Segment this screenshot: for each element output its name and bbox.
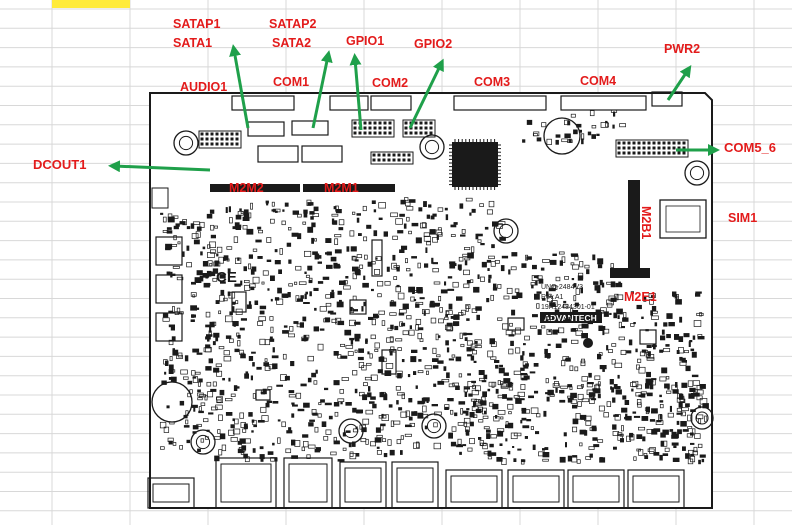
label-satap2: SATAP2 — [269, 17, 317, 31]
sim1-socket — [659, 199, 707, 239]
ic-chip — [371, 239, 383, 277]
top-connector — [453, 95, 547, 111]
mounting-hole — [493, 218, 519, 244]
ic-chip — [507, 317, 525, 331]
fiducial — [583, 338, 593, 348]
mounting-hole — [684, 160, 710, 186]
satap2-socket — [301, 145, 343, 163]
label-sata2: SATA2 — [272, 36, 312, 50]
buzzer — [543, 117, 581, 155]
serial-port — [567, 469, 625, 509]
gpio2-header — [402, 119, 436, 138]
mounting-hole — [690, 406, 714, 430]
brand-text: ADVANTECH — [544, 313, 597, 323]
label-gpio2: GPIO2 — [414, 37, 453, 51]
top-connector — [651, 91, 683, 107]
sata2-socket — [291, 120, 329, 136]
top-connector — [370, 95, 412, 111]
m2b1-slot — [628, 180, 640, 270]
arrow-sata2 — [311, 50, 333, 129]
label-com2: COM2 — [372, 76, 409, 90]
side-header — [151, 187, 169, 209]
label-m2b1: M2B1 — [639, 206, 653, 240]
label-com1: COM1 — [273, 75, 310, 89]
board-outline — [149, 92, 713, 509]
vga-port — [283, 457, 333, 509]
audio1-header — [198, 130, 242, 149]
mounting-hole — [173, 130, 199, 156]
m2e1-slot — [610, 268, 650, 278]
label-satap1: SATAP1 — [173, 17, 221, 31]
label-gpio1: GPIO1 — [346, 34, 385, 48]
serial-port — [627, 469, 685, 509]
gpio-header — [370, 151, 414, 165]
serial-port — [507, 469, 565, 509]
com5-6-header — [615, 139, 689, 158]
label-pwr2: PWR2 — [664, 42, 701, 56]
top-connector — [560, 95, 647, 111]
ic-chip — [639, 329, 657, 345]
sata1-socket — [247, 121, 285, 137]
m2-slot — [303, 184, 395, 192]
label-sata1: SATA1 — [173, 36, 213, 50]
label-com3: COM3 — [474, 75, 511, 89]
m2-slot — [210, 184, 300, 192]
arrow-dcout1 — [108, 160, 211, 173]
label-m2e1: M2E1 — [624, 290, 657, 304]
cpu-chip — [452, 142, 498, 187]
ce-mark: CE — [216, 269, 237, 286]
side-connector — [155, 236, 183, 266]
ic-chip — [231, 291, 247, 313]
label-m2m2: M2M2 — [229, 181, 264, 195]
label-m2m1: M2M1 — [324, 181, 359, 195]
ic-chip — [349, 299, 367, 315]
side-connector — [155, 274, 183, 304]
ic-chip — [255, 389, 271, 401]
arrow-gpio1 — [349, 53, 363, 131]
lan-port — [391, 461, 439, 509]
serial-port — [445, 469, 503, 509]
mounting-hole — [421, 413, 447, 439]
dc-jack — [147, 477, 195, 509]
arrow-sata1 — [229, 44, 250, 129]
ic-chip — [381, 349, 397, 375]
label-audio1: AUDIO1 — [180, 80, 228, 94]
label-com5-6: COM5_6 — [724, 140, 777, 155]
arrow-gpio2 — [408, 58, 444, 129]
top-connector — [231, 95, 295, 111]
model-text: UNO-2484V3 — [541, 284, 583, 291]
satap1-socket — [257, 145, 299, 163]
smd-components — [159, 109, 709, 465]
display-port — [215, 457, 277, 509]
label-dcout1: DCOUT1 — [33, 157, 87, 172]
lan-port — [339, 461, 387, 509]
mounting-hole — [419, 134, 445, 160]
label-sim1: SIM1 — [728, 211, 758, 225]
arrow-pwr2 — [666, 65, 692, 101]
mounting-hole — [190, 429, 216, 455]
label-com4: COM4 — [580, 74, 617, 88]
top-connector — [329, 95, 369, 111]
selected-cell-highlight — [52, 0, 130, 8]
